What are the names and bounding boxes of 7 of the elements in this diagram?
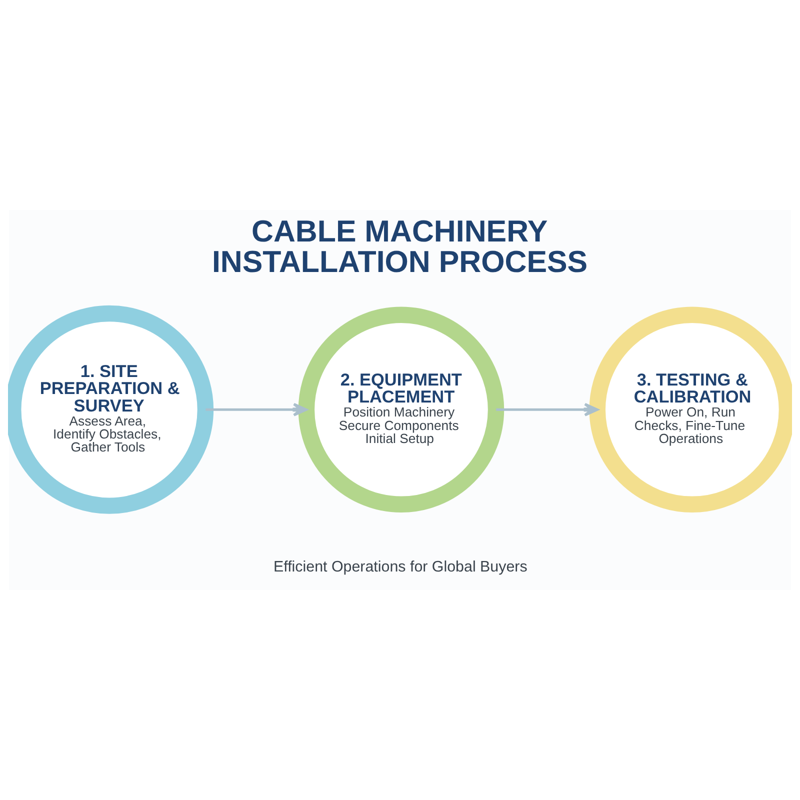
node-circle: 1. SITE PREPARATION & SURVEY Assess Area, Identify Obstacles, Gather Tools [8,305,214,514]
node-circle: 2. EQUIPMENT PLACEMENT Position Machinery Secure Components Initial Setup [298,306,504,513]
diagram-title: CABLE MACHINERY INSTALLATION PROCESS [212,214,588,279]
node-circle: 3. TESTING & CALIBRATION Power On, Run Checks, Fine-Tune Operations [589,306,792,513]
caption: Efficient Operations for Global Buyers [274,558,528,576]
arrow [206,402,308,416]
arrow [496,402,598,416]
